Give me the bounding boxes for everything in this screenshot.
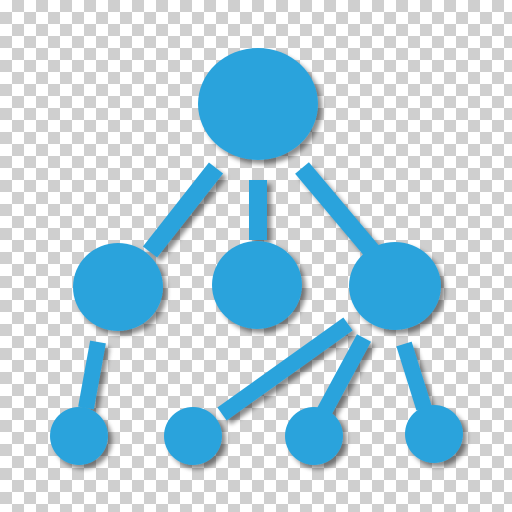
child-node-left (73, 243, 163, 331)
connector-root-left (142, 162, 224, 258)
connector-right-leaf4 (396, 341, 432, 411)
child-node-middle (212, 241, 302, 329)
connector-root-right (295, 162, 383, 262)
leaf-node-4 (405, 405, 463, 463)
child-node-right (349, 242, 441, 330)
connector-left-leaf1 (78, 340, 106, 410)
root-node (198, 48, 318, 160)
leaf-node-3 (285, 407, 343, 465)
connector-right-leaf3 (316, 334, 372, 416)
leaf-node-1 (50, 407, 108, 465)
connector-right-leaf2 (217, 317, 353, 421)
leaf-node-2 (164, 407, 222, 465)
